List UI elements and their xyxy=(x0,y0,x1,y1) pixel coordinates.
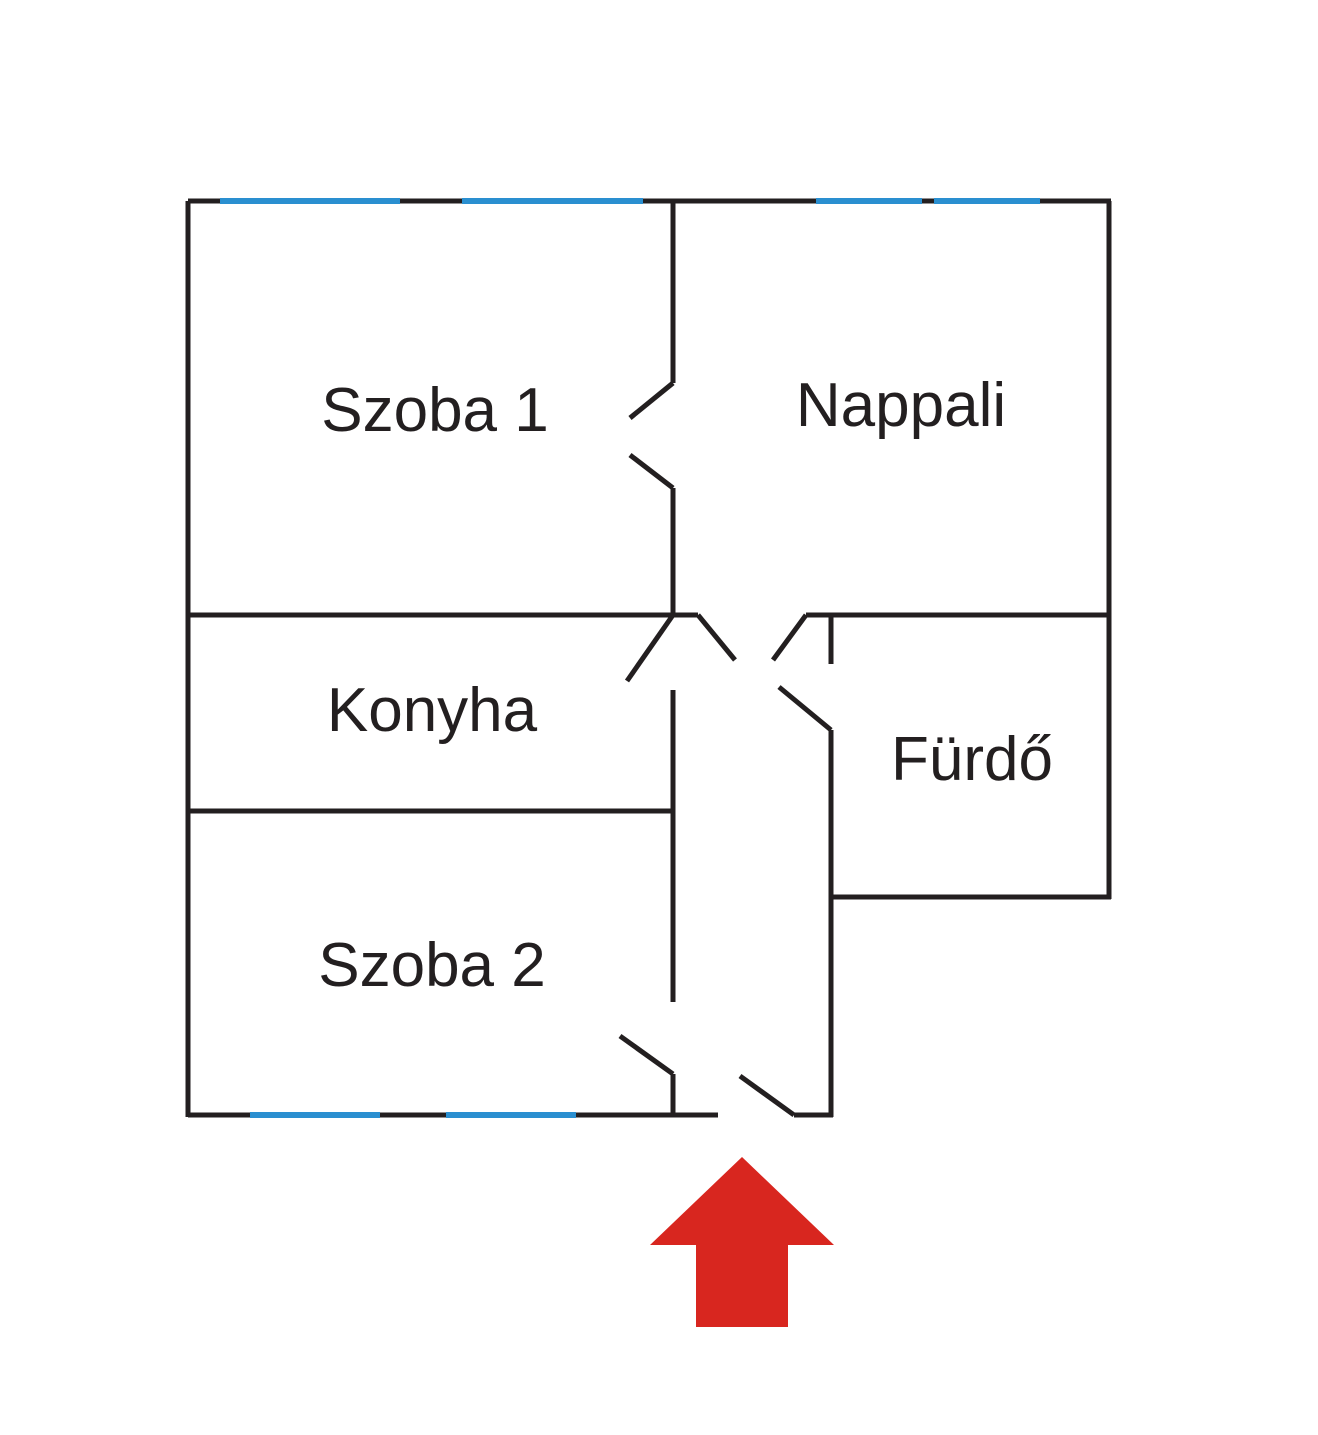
room-label-szoba-2: Szoba 2 xyxy=(318,931,546,1000)
interior-walls xyxy=(188,201,1111,1117)
doors xyxy=(618,381,833,1118)
room-label-konyha: Konyha xyxy=(327,676,538,745)
room-label-furdo: Fürdő xyxy=(891,725,1053,794)
room-label-szoba-1: Szoba 1 xyxy=(321,376,549,445)
windows xyxy=(220,198,1040,1118)
room-label-nappali: Nappali xyxy=(796,371,1006,440)
entrance-arrow-icon xyxy=(650,1157,834,1327)
